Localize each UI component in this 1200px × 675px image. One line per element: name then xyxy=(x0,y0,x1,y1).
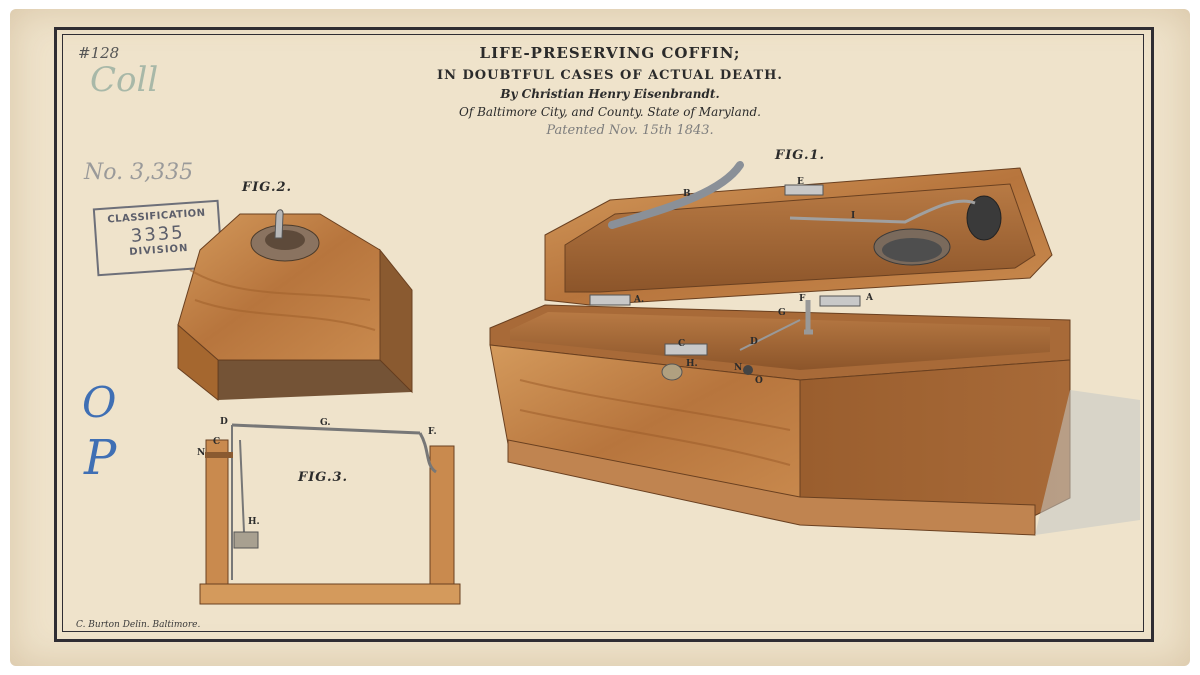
fig3-letter-c: C xyxy=(213,437,220,447)
blue-mark-p: P xyxy=(84,430,117,486)
fig1-letter-f: F xyxy=(799,294,806,304)
fig3-label: FIG.3. xyxy=(298,470,349,485)
fig1-letter-c: C xyxy=(678,339,685,349)
handwritten-coll: Coll xyxy=(90,60,159,100)
title-line-2: IN DOUBTFUL CASES OF ACTUAL DEATH. xyxy=(437,68,783,83)
fig3-letter-f: F. xyxy=(428,427,437,437)
drafter-credit: C. Burton Delin. Baltimore. xyxy=(76,620,201,630)
fig1-drawing xyxy=(489,161,1140,536)
fig1-letter-o: O xyxy=(755,376,763,386)
fig3-letter-h: H. xyxy=(248,517,260,527)
handwritten-number-top: #128 xyxy=(78,44,120,62)
fig1-letter-d: D xyxy=(750,337,758,347)
fig1-letter-b: B xyxy=(683,189,691,199)
inner-border xyxy=(62,34,1144,632)
fig1-letter-h: H. xyxy=(686,359,698,369)
fig1-label: FIG.1. xyxy=(775,148,826,163)
fig3-drawing xyxy=(199,423,461,605)
fig2-drawing xyxy=(177,209,413,402)
fig3-letter-g: G. xyxy=(320,418,331,428)
fig3-letter-n: N xyxy=(197,448,205,458)
fig1-letter-n: N xyxy=(734,363,742,373)
fig1-letter-g: G xyxy=(778,308,786,318)
title-line-1: LIFE-PRESERVING COFFIN; xyxy=(479,44,741,62)
fig1-letter-i: I xyxy=(851,211,855,221)
inventor-line: By Christian Henry Eisenbrandt. xyxy=(500,87,720,101)
patent-date: Patented Nov. 15th 1843. xyxy=(546,123,714,138)
location-line: Of Baltimore City, and County. State of … xyxy=(459,105,761,119)
handwritten-number: No. 3,335 xyxy=(84,160,194,185)
fig1-letter-e: E xyxy=(797,177,804,187)
fig2-label: FIG.2. xyxy=(242,180,293,195)
fig1-letter-a-right: A xyxy=(865,293,874,303)
title-block: LIFE-PRESERVING COFFIN; IN DOUBTFUL CASE… xyxy=(380,44,840,138)
blue-mark-o: O xyxy=(82,378,117,427)
fig1-letter-a-left: A. xyxy=(633,295,644,305)
fig3-letter-d: D xyxy=(220,417,228,427)
outer-border xyxy=(54,27,1154,642)
